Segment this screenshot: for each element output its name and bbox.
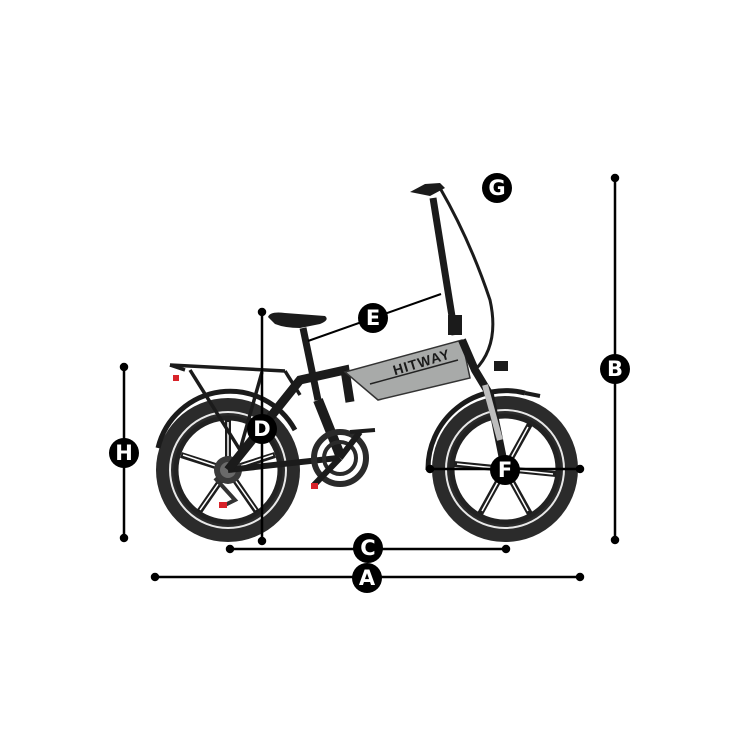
- dimension-badge-g: G: [482, 173, 512, 203]
- dimension-badge-a: A: [352, 563, 382, 593]
- dimension-badge-d: D: [247, 414, 277, 444]
- dimension-badge-c: C: [353, 533, 383, 563]
- dimension-badge-e: E: [358, 303, 388, 333]
- seat: [268, 312, 327, 328]
- crankset: [311, 428, 376, 489]
- dimension-badge-f: F: [490, 455, 520, 485]
- rear-rack: [169, 363, 302, 451]
- dimension-badge-b: B: [600, 354, 630, 384]
- dimension-badge-h: H: [109, 438, 139, 468]
